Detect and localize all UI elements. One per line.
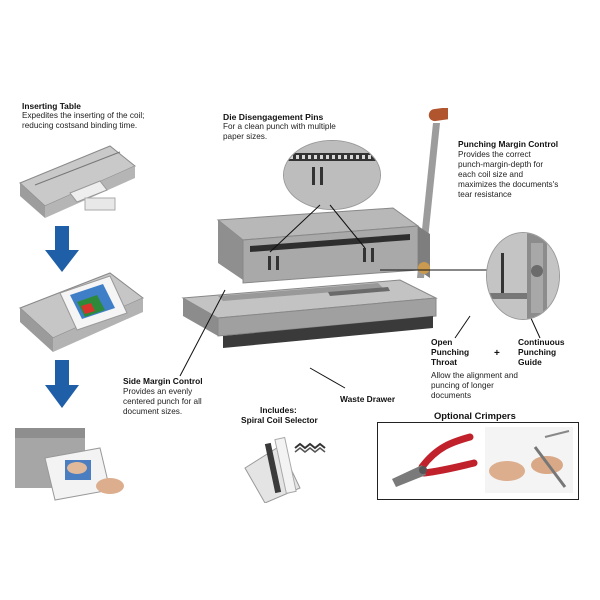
die-pins-desc-line1: For a clean punch with multiple [223,122,336,131]
continuous-guide-title-line3: Guide [518,357,542,367]
punching-margin-desc-line5: tear resistance [458,190,512,199]
punching-margin-desc-line1: Provides the correct [458,150,531,159]
throat-desc-line1: Allow the alignment and [431,371,518,380]
inserting-table-title: Inserting Table [22,101,81,111]
coil-binding-hands-photo [15,418,135,506]
punching-margin-desc-line3: each coil size and [458,170,524,179]
die-pins-title: Die Disengagement Pins [223,112,324,122]
punching-margin-desc-line2: punch-margin-depth for [458,160,544,169]
inserting-table-desc-line2: reducing costsand binding time. [22,121,138,130]
punching-margin-zoom-circle [486,232,560,320]
punching-margin-title: Punching Margin Control [458,139,559,149]
continuous-guide-title-line2: Punching [518,347,557,357]
spiral-coil-selector-photo [240,428,330,503]
die-pins-zoom-circle [283,140,381,210]
die-pins-desc-line2: paper sizes. [223,132,268,141]
down-arrow-icon [45,226,79,272]
includes-title-line2: Spiral Coil Selector [241,415,318,425]
plus-sign: + [494,348,500,359]
side-margin-desc-line1: Provides an evenly [123,387,193,396]
down-arrow-icon-2 [45,360,79,408]
side-margin-title: Side Margin Control [123,376,203,386]
continuous-guide-title-line1: Continuous [518,337,565,347]
document-insertion-photo [15,268,145,358]
waste-drawer-label: Waste Drawer [340,394,396,404]
optional-crimpers-title: Optional Crimpers [430,410,520,422]
crimper-pliers-photo [382,427,478,493]
coil-binding-machine [178,108,448,370]
side-margin-desc-line2: centered punch for all [123,397,202,406]
punching-margin-desc-line4: maximizes the documents's [458,180,559,189]
crimper-hands-photo [485,427,573,493]
includes-title-line1: Includes: [260,405,297,415]
throat-desc-line3: documents [431,391,472,400]
open-throat-title-line3: Throat [431,357,458,367]
throat-desc-line2: puncing of longer [431,381,494,390]
inserting-table-desc-line1: Expedites the inserting of the coil; [22,111,145,120]
open-throat-title-line2: Punching [431,347,470,357]
open-throat-title-line1: Open [431,337,453,347]
side-margin-desc-line3: document sizes. [123,407,183,416]
inserting-table-photo [15,138,140,223]
optional-crimpers-box [377,422,579,500]
